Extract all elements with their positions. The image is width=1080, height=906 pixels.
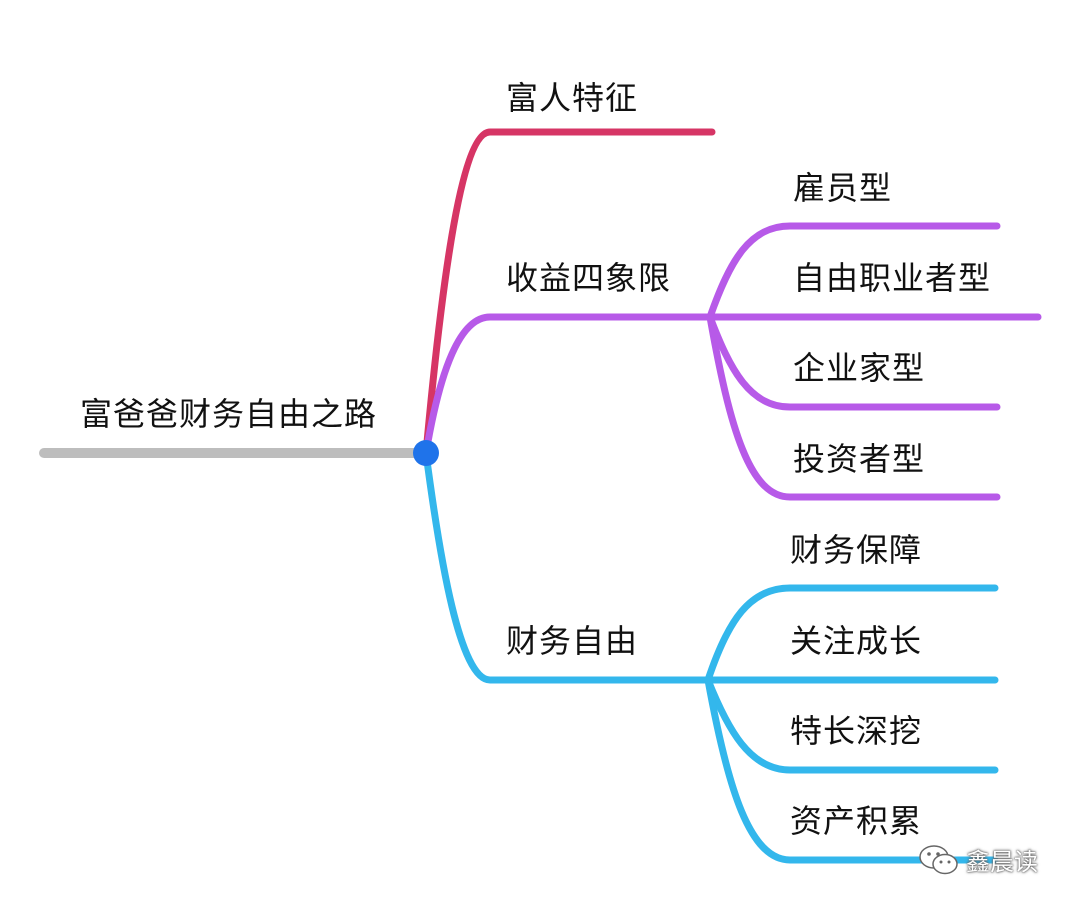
root-hub-node	[413, 440, 439, 466]
branch-connector-line	[422, 128, 716, 457]
subtopic-label: 企业家型	[793, 349, 926, 387]
root-topic-label: 富爸爸财务自由之路	[80, 395, 378, 433]
child-connector-line	[704, 676, 999, 864]
branch-connector-line	[422, 449, 712, 684]
subtopic-label: 特长深挖	[790, 712, 923, 750]
watermark-text: 鑫晨读	[966, 848, 1038, 876]
child-connector-line	[704, 584, 999, 684]
subtopic-label: 关注成长	[790, 622, 923, 660]
wechat-icon	[919, 844, 958, 874]
subtopic-label: 财务保障	[790, 531, 923, 569]
branch-topic-label: 收益四象限	[506, 259, 672, 297]
subtopic-label: 资产积累	[790, 802, 923, 840]
branch-connector-line	[422, 313, 714, 457]
subtopic-label: 雇员型	[793, 169, 893, 207]
branch-topic-label: 财务自由	[506, 622, 639, 660]
subtopic-label: 投资者型	[793, 440, 926, 478]
subtopic-label: 自由职业者型	[793, 259, 992, 297]
child-connector-line	[706, 313, 1001, 411]
branch-topic-label: 富人特征	[506, 79, 639, 117]
child-connector-line	[704, 676, 999, 774]
watermark: 鑫晨读	[918, 842, 1038, 877]
child-connector-line	[706, 222, 1001, 321]
child-connector-line	[706, 313, 1001, 501]
